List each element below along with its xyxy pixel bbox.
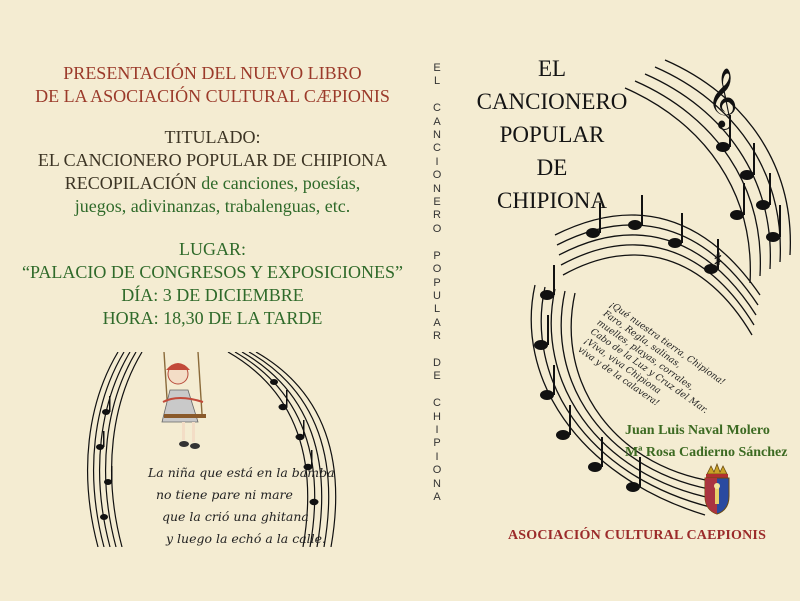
spine-letter: U bbox=[433, 289, 441, 302]
place-name: “PALACIO DE CONGRESOS Y EXPOSICIONES” bbox=[21, 262, 404, 282]
spine-letter: P bbox=[433, 276, 441, 289]
cover-title-line-1: EL bbox=[537, 56, 567, 81]
spine-letter bbox=[427, 344, 447, 357]
spine-letter: N bbox=[433, 129, 441, 142]
titled-label: TITULADO: bbox=[164, 127, 261, 147]
title-info: TITULADO: EL CANCIONERO POPULAR DE CHIPI… bbox=[0, 126, 425, 218]
spine-letter: E bbox=[433, 370, 441, 383]
music-staff-swirl-art: 𝄞 ♯ bbox=[530, 59, 791, 516]
spine-letter: O bbox=[432, 263, 442, 276]
spine-letter: E bbox=[433, 62, 441, 74]
spine-letter: H bbox=[433, 410, 441, 423]
spine-letter: A bbox=[433, 491, 441, 503]
spine-letter: D bbox=[433, 356, 441, 369]
spine-letter: L bbox=[433, 75, 441, 88]
presentation-line-1: PRESENTACIÓN DEL NUEVO LIBRO bbox=[63, 63, 362, 83]
presentation-heading: PRESENTACIÓN DEL NUEVO LIBRO DE LA ASOCI… bbox=[0, 62, 425, 108]
spine-letter bbox=[427, 89, 447, 102]
spine-letter: N bbox=[433, 182, 441, 195]
presentation-line-2: DE LA ASOCIACIÓN CULTURAL CÆPIONIS bbox=[35, 86, 390, 106]
spine-letter: O bbox=[432, 222, 442, 235]
spine-letter: O bbox=[432, 464, 442, 477]
spine-letter: C bbox=[433, 397, 441, 410]
compilation-rest: de canciones, poesías, bbox=[196, 173, 361, 193]
author-2: Mª Rosa Cadierno Sánchez bbox=[625, 445, 788, 460]
cover-title-line-4: DE bbox=[536, 155, 568, 180]
cover-association: ASOCIACIÓN CULTURAL CAEPIONIS bbox=[507, 528, 767, 543]
cover-title-line-5: CHIPIONA bbox=[497, 188, 607, 213]
spine-letter: L bbox=[433, 303, 441, 316]
spine-letter bbox=[427, 384, 447, 397]
cover-title-line-2: CANCIONERO bbox=[476, 89, 628, 114]
poem-line-1: La niña que está en la bamba bbox=[148, 465, 335, 480]
swing-poem: La niña que está en la bamba no tiene pa… bbox=[148, 462, 335, 550]
poem-line-4: y luego la echó a la calle. bbox=[166, 531, 327, 546]
event-details: LUGAR: “PALACIO DE CONGRESOS Y EXPOSICIO… bbox=[0, 238, 425, 330]
event-date: DÍA: 3 DE DICIEMBRE bbox=[121, 285, 304, 305]
spine-letter: R bbox=[433, 209, 441, 222]
spine-letter: C bbox=[433, 142, 441, 155]
event-time: HORA: 18,30 DE LA TARDE bbox=[102, 308, 323, 328]
spine-letter: I bbox=[435, 423, 439, 436]
poem-line-2: no tiene pare ni mare bbox=[156, 487, 293, 502]
spine-letter bbox=[427, 236, 447, 249]
spine-letter: I bbox=[435, 155, 439, 168]
compilation-strong: RECOPILACIÓN bbox=[64, 173, 197, 193]
spine-letter: O bbox=[432, 169, 442, 182]
compilation-line: RECOPILACIÓN de canciones, poesías, bbox=[0, 172, 425, 195]
book-title: EL CANCIONERO POPULAR DE CHIPIONA bbox=[37, 150, 388, 170]
sharp-icon: ♯ bbox=[713, 248, 723, 272]
spine-letter: A bbox=[433, 316, 441, 329]
cover-title-line-3: POPULAR bbox=[499, 122, 605, 147]
poem-line-3: que la crió una ghitana bbox=[162, 509, 309, 524]
spine-letter: N bbox=[433, 477, 441, 490]
spine-letter: C bbox=[433, 102, 441, 115]
spine-letter: I bbox=[435, 450, 439, 463]
cover-title: EL CANCIONERO POPULAR DE CHIPIONA bbox=[467, 52, 637, 217]
left-panel: PRESENTACIÓN DEL NUEVO LIBRO DE LA ASOCI… bbox=[0, 62, 425, 550]
swing-girl-illustration bbox=[87, 352, 337, 547]
cover-authors: Juan Luis Naval Molero Mª Rosa Cadierno … bbox=[625, 420, 800, 464]
spine-letter: E bbox=[433, 196, 441, 209]
spine-letter: R bbox=[433, 330, 441, 343]
spine-letter: P bbox=[433, 437, 441, 450]
author-1: Juan Luis Naval Molero bbox=[625, 423, 770, 438]
place-label: LUGAR: bbox=[179, 239, 246, 259]
treble-clef-icon: 𝄞 bbox=[707, 68, 738, 130]
spine-letter: A bbox=[433, 115, 441, 128]
spine-letter: P bbox=[433, 249, 441, 262]
coat-of-arms-icon bbox=[704, 462, 730, 515]
compilation-items: juegos, adivinanzas, trabalenguas, etc. bbox=[74, 196, 351, 216]
book-cover: 𝄞 ♯ bbox=[455, 0, 800, 601]
